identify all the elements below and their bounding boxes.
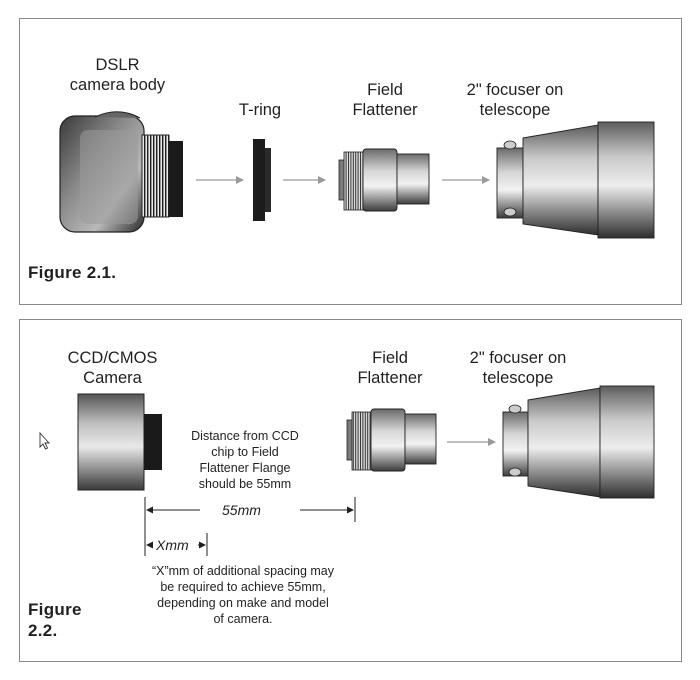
dimension-xmm-line xyxy=(146,533,208,556)
figure-2-2-caption: Figure 2.2. xyxy=(28,600,82,640)
t-ring-label: T-ring xyxy=(238,101,282,119)
field-flattener-label: Field Flattener xyxy=(357,349,423,387)
field-flattener-icon xyxy=(338,148,430,212)
focuser-label: 2" focuser on telescope xyxy=(466,81,564,119)
field-flattener-label: Field Flattener xyxy=(352,81,418,119)
distance-note: Distance from CCD chip to Field Flattene… xyxy=(191,429,299,491)
ccd-camera-label: CCD/CMOS Camera xyxy=(67,349,158,387)
spacing-note: “X”mm of additional spacing may be requi… xyxy=(151,564,335,626)
figure-2-1-caption: Figure 2.1. xyxy=(28,263,117,282)
mouse-cursor-icon xyxy=(39,431,51,450)
dslr-camera-label: DSLR camera body xyxy=(69,56,166,94)
dimension-55mm-line xyxy=(144,497,356,556)
telescope-focuser-icon xyxy=(502,385,655,499)
focuser-label: 2" focuser on telescope xyxy=(469,349,567,387)
telescope-focuser-icon xyxy=(496,121,655,239)
dslr-camera-icon xyxy=(59,111,183,233)
dimension-xmm-label: Xmm xyxy=(156,537,189,553)
field-flattener-icon xyxy=(346,408,437,472)
ccd-camera-icon xyxy=(77,393,162,491)
t-ring-icon xyxy=(253,139,271,221)
dimension-55mm-label: 55mm xyxy=(219,502,264,518)
